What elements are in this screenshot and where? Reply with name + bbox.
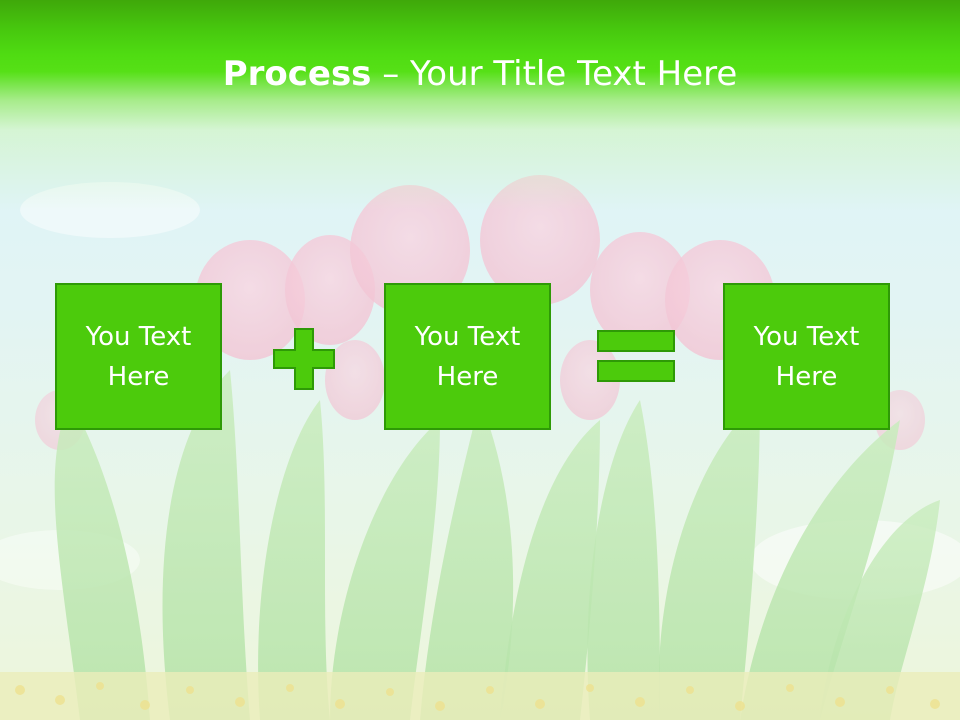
process-box-3[interactable]: You Text Here — [723, 283, 890, 430]
title-bold: Process — [222, 54, 372, 94]
slide-title: Process – Your Title Text Here — [0, 52, 960, 96]
plus-icon — [273, 328, 335, 390]
title-band — [0, 0, 960, 210]
title-rest: – Your Title Text Here — [371, 54, 738, 94]
process-box-1-text: You Text Here — [85, 321, 192, 392]
process-box-2[interactable]: You Text Here — [384, 283, 551, 430]
equals-icon — [597, 330, 675, 382]
process-box-1[interactable]: You Text Here — [55, 283, 222, 430]
process-box-3-text: You Text Here — [753, 321, 860, 392]
process-box-2-text: You Text Here — [414, 321, 521, 392]
